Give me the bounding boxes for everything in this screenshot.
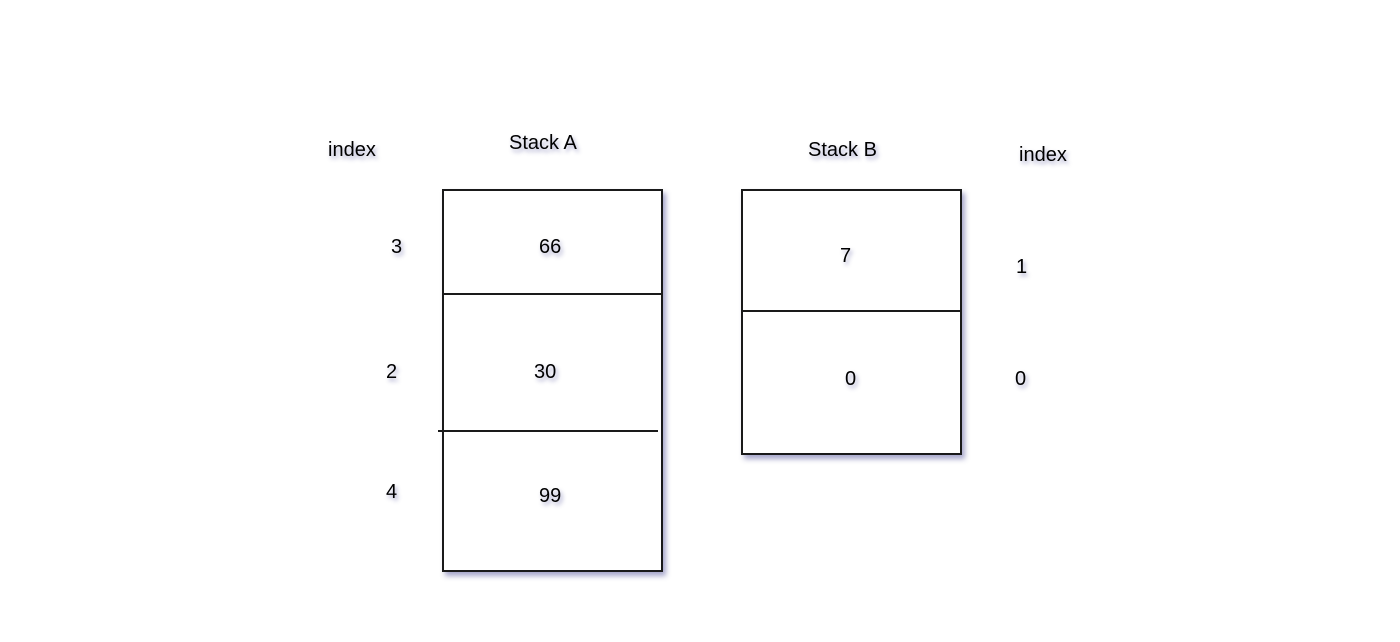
stack-a-box	[442, 189, 663, 572]
stack-b-cell-value: 7	[840, 245, 852, 267]
stack-a-cell-value: 99	[539, 485, 562, 507]
stack-a-cell-index: 3	[391, 236, 403, 258]
stack-b-cell-index: 1	[1016, 256, 1028, 278]
stack-b-cell-value: 0	[845, 368, 857, 390]
stack-a-divider	[443, 293, 662, 295]
stack-a-cell-value: 66	[539, 236, 562, 258]
stack-b-title: Stack B	[808, 139, 877, 161]
stack-a-cell-index: 2	[386, 361, 398, 383]
stack-a-cell-value: 30	[534, 361, 557, 383]
stack-b-cell-index: 0	[1015, 368, 1027, 390]
stack-a-title: Stack A	[509, 132, 577, 154]
stack-a-divider	[438, 430, 658, 432]
stack-a-index-header: index	[328, 139, 376, 161]
stack-a-cell-index: 4	[386, 481, 398, 503]
stack-b-divider	[742, 310, 961, 312]
stack-b-index-header: index	[1019, 144, 1067, 166]
stack-b-box	[741, 189, 962, 455]
